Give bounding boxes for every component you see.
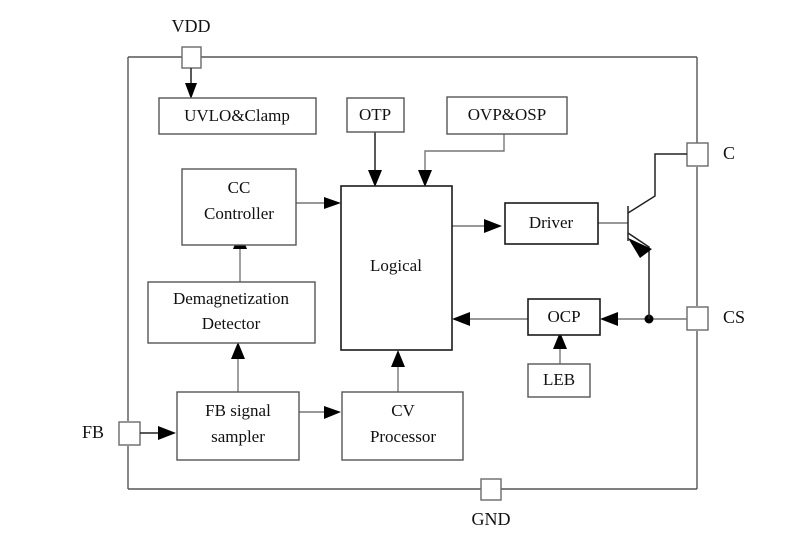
- block-cc-controller-label-line1: CC: [228, 178, 251, 197]
- transistor-collector-lead: [627, 153, 687, 214]
- arrowhead-cs-to-ocp: [600, 312, 618, 326]
- block-logical-rect[interactable]: [340, 185, 453, 351]
- transistor-emitter-arrowhead: [628, 238, 652, 258]
- arrowhead-otp-to-logical: [368, 170, 382, 187]
- block-fbsamp-label-line1: FB signal: [205, 401, 271, 420]
- wires: [140, 68, 687, 440]
- block-cc-controller-rect[interactable]: [181, 168, 297, 246]
- block-ocp[interactable]: OCP: [527, 298, 601, 336]
- block-driver-rect[interactable]: [504, 202, 599, 245]
- arrowhead-logical-to-driver: [484, 219, 502, 233]
- ic-outer-border: [127, 56, 698, 490]
- arrowhead-vdd-to-uvlo: [185, 83, 197, 99]
- block-logical[interactable]: Logical: [340, 185, 453, 351]
- block-ovp-osp-rect[interactable]: [446, 96, 568, 135]
- arrowhead-fbsamp-to-cvproc: [324, 406, 341, 419]
- block-ocp-rect[interactable]: [527, 298, 601, 336]
- block-cv-processor-rect[interactable]: [341, 391, 464, 461]
- block-fb-signal-sampler-rect[interactable]: [176, 391, 300, 461]
- block-ovp-osp-label: OVP&OSP: [468, 105, 546, 124]
- pin-label-cs: CS: [723, 307, 745, 327]
- arrowhead-cc-to-logical: [324, 197, 341, 209]
- block-uvlo-clamp-label: UVLO&Clamp: [184, 106, 290, 125]
- block-demagnetization-detector-rect[interactable]: [147, 281, 316, 344]
- arrowhead-ovp-to-logical: [418, 170, 432, 187]
- pad-c[interactable]: [686, 142, 709, 167]
- pin-label-c: C: [723, 143, 735, 163]
- block-otp-rect[interactable]: [346, 97, 405, 133]
- arrowhead-fb-to-fbsamp: [158, 426, 176, 440]
- pad-gnd[interactable]: [480, 478, 502, 501]
- block-fbsamp-label-line2: sampler: [211, 427, 265, 446]
- block-cc-controller-label-line2: Controller: [204, 204, 274, 223]
- pin-label-gnd: GND: [472, 509, 511, 529]
- block-uvlo-clamp[interactable]: UVLO&Clamp: [158, 97, 317, 135]
- pad-vdd[interactable]: [181, 46, 202, 69]
- block-cc-controller[interactable]: CC Controller: [181, 168, 297, 246]
- block-cvproc-label-line2: Processor: [370, 427, 436, 446]
- block-logical-label: Logical: [370, 256, 422, 275]
- npn-transistor: [627, 153, 687, 319]
- block-leb-label: LEB: [543, 370, 575, 389]
- block-fb-signal-sampler[interactable]: FB signal sampler: [176, 391, 300, 461]
- block-leb[interactable]: LEB: [527, 363, 591, 398]
- transistor-emitter-lead: [627, 232, 650, 319]
- pin-label-vdd: VDD: [172, 16, 211, 36]
- block-otp-label: OTP: [359, 105, 391, 124]
- block-cvproc-label-line1: CV: [391, 401, 415, 420]
- block-cv-processor[interactable]: CV Processor: [341, 391, 464, 461]
- block-ovp-osp[interactable]: OVP&OSP: [446, 96, 568, 135]
- wire-ovp-to-logical: [424, 134, 505, 174]
- block-driver[interactable]: Driver: [504, 202, 599, 245]
- block-demag-label-line2: Detector: [202, 314, 261, 333]
- block-ocp-label: OCP: [547, 307, 580, 326]
- arrowhead-cvproc-to-logical: [391, 350, 405, 367]
- block-uvlo-clamp-rect[interactable]: [158, 97, 317, 135]
- arrowhead-ocp-to-logical: [452, 312, 470, 326]
- block-otp[interactable]: OTP: [346, 97, 405, 133]
- arrowhead-fbsamp-to-demag: [231, 342, 245, 359]
- pin-labels: VDD C CS GND FB: [82, 16, 745, 529]
- block-demagnetization-detector[interactable]: Demagnetization Detector: [147, 281, 316, 344]
- pad-fb[interactable]: [118, 421, 141, 446]
- pin-label-fb: FB: [82, 422, 104, 442]
- pad-cs[interactable]: [686, 306, 709, 331]
- block-leb-rect[interactable]: [527, 363, 591, 398]
- arrowhead-leb-to-ocp: [553, 332, 567, 349]
- block-demag-label-line1: Demagnetization: [173, 289, 290, 308]
- block-driver-label: Driver: [529, 213, 574, 232]
